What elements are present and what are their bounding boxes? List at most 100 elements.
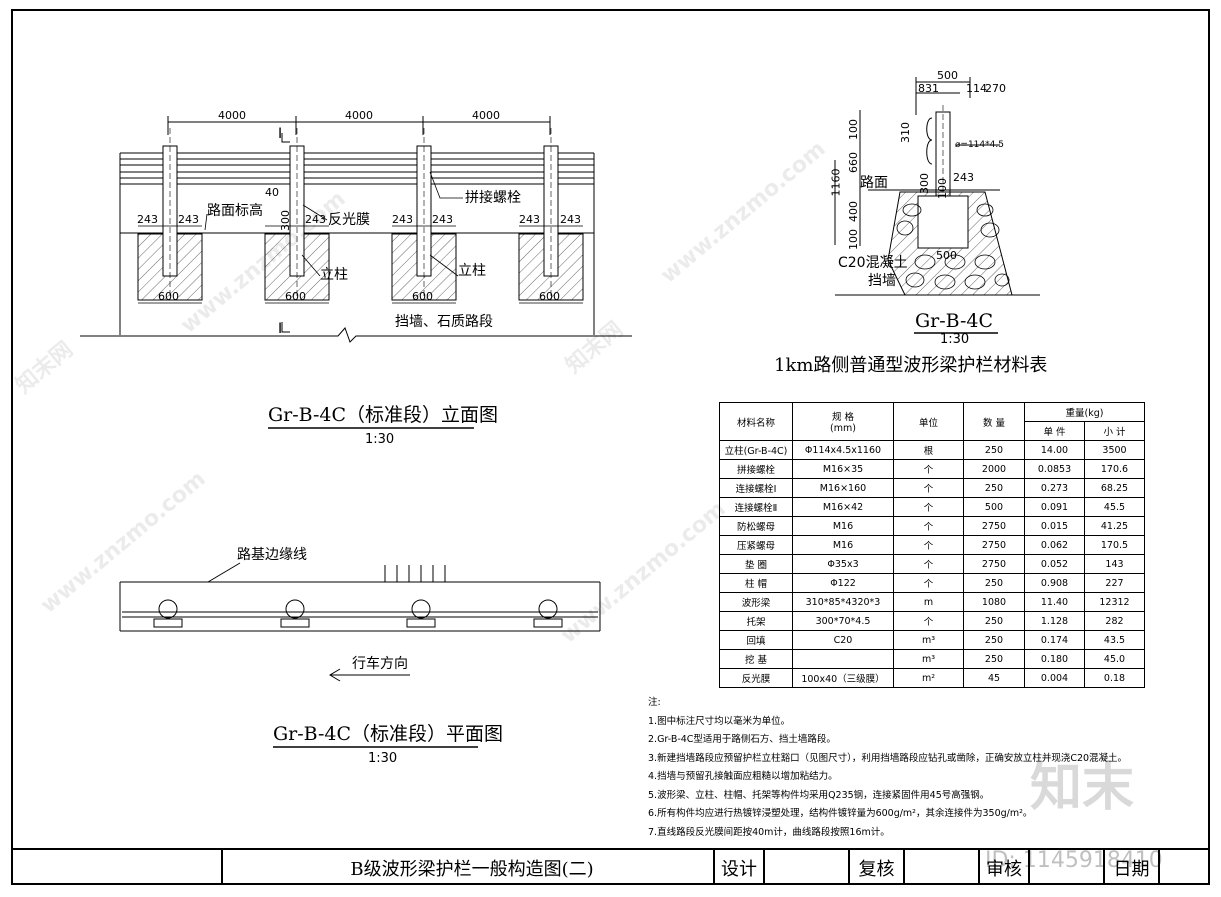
section-dim-660: 660: [847, 152, 860, 173]
note-2: 2.Gr-B-4C型适用于路侧石方、挡土墙路段。: [648, 734, 836, 745]
table-cell: Φ122: [792, 573, 894, 593]
dim-243-2: 243: [178, 213, 199, 226]
table-cell: 根: [893, 440, 964, 460]
elevation-scale: 1:30: [365, 432, 395, 447]
table-cell: 0.015: [1024, 516, 1085, 536]
dim-600-2: 600: [285, 290, 306, 303]
section-scale: 1:30: [940, 332, 970, 347]
dim-243-3: 243: [305, 213, 326, 226]
note-7: 7.直线路段反光膜间距按40m计，曲线路段按照16m计。: [648, 826, 890, 838]
section-cut-marks: [281, 133, 290, 333]
section-concrete: C20混凝土: [838, 255, 908, 271]
table-cell: 0.091: [1024, 497, 1085, 517]
dim-243-7: 243: [560, 213, 581, 226]
table-cell: M16×160: [792, 478, 894, 498]
table-cell: 45.0: [1084, 649, 1145, 669]
drawing-frame: [11, 9, 1210, 885]
section-dim-400: 400: [847, 201, 860, 222]
table-title: 1km路侧普通型波形梁护栏材料表: [774, 355, 1048, 376]
section-dim-270: 270: [985, 82, 1006, 95]
table-cell: m²: [893, 668, 964, 688]
plan-title: Gr-B-4C（标准段）平面图: [273, 723, 504, 745]
elevation-title: Gr-B-4C（标准段）立面图: [268, 404, 499, 426]
table-cell: Φ114x4.5x1160: [792, 440, 894, 460]
dim-4000-1: 4000: [218, 109, 246, 122]
table-cell: 300*70*4.5: [792, 611, 894, 631]
table-cell: 0.062: [1024, 535, 1085, 555]
dim-4000-2: 4000: [345, 109, 373, 122]
table-cell: 0.273: [1024, 478, 1085, 498]
design-signature: [763, 850, 848, 885]
table-cell: 个: [893, 459, 964, 479]
table-cell: 垫 圈: [719, 554, 793, 574]
review-signature: [903, 850, 978, 885]
table-cell: 0.174: [1024, 630, 1085, 650]
table-cell: 250: [963, 478, 1025, 498]
section-dim-100-a: 100: [847, 119, 860, 140]
w-beam-rail: [119, 152, 595, 335]
table-cell: 310*85*4320*3: [792, 592, 894, 612]
header-name: 材料名称: [719, 402, 793, 441]
table-cell: M16×42: [792, 497, 894, 517]
table-cell: 1.128: [1024, 611, 1085, 631]
table-cell: 250: [963, 611, 1025, 631]
note-4: 4.挡墙与预留孔接触面应粗糙以增加粘结力。: [648, 771, 838, 782]
date-value: [1158, 850, 1208, 885]
table-cell: 227: [1084, 573, 1145, 593]
table-cell: C20: [792, 630, 894, 650]
table-cell: 连接螺栓Ⅱ: [719, 497, 793, 517]
note-6: 6.所有构件均应进行热镀锌浸塑处理，结构件镀锌量为600g/m²，其余连接件为3…: [648, 808, 1033, 819]
notes: 注: 1.图中标注尺寸均以毫米为单位。 2.Gr-B-4C型适用于路侧石方、挡土…: [648, 694, 1127, 842]
table-cell: 柱 帽: [719, 573, 793, 593]
notes-heading: 注:: [648, 697, 661, 708]
table-cell: 1080: [963, 592, 1025, 612]
table-cell: 12312: [1084, 592, 1145, 612]
section-title: Gr-B-4C: [915, 310, 994, 332]
elevation-top-dimensions: [167, 116, 551, 135]
table-cell: 压紧螺母: [719, 535, 793, 555]
dim-4000-3: 4000: [472, 109, 500, 122]
section-road-surface: 路面: [860, 175, 888, 191]
label-post-2: 立柱: [458, 263, 486, 279]
section-mark-top: I: [278, 126, 283, 142]
table-cell: M16×35: [792, 459, 894, 479]
header-weight: 重量(kg): [1024, 402, 1145, 422]
table-cell: 个: [893, 611, 964, 631]
header-spec: 规 格(mm): [792, 402, 894, 441]
table-cell: 41.25: [1084, 516, 1145, 536]
table-cell: 反光膜: [719, 668, 793, 688]
break-line: [80, 327, 632, 343]
dim-243-4: 243: [392, 213, 413, 226]
section-dim-100-c: 100: [847, 229, 860, 250]
section-dim-310: 310: [899, 122, 912, 143]
header-spec-unit: (mm): [830, 423, 856, 434]
header-qty: 数 量: [963, 402, 1025, 441]
table-cell: 挖 基: [719, 649, 793, 669]
table-cell: 个: [893, 497, 964, 517]
audit-label: 审核: [978, 850, 1028, 885]
section-pipe-spec: ⌀=114*4.5: [955, 140, 1004, 150]
table-cell: M16: [792, 535, 894, 555]
dim-600-1: 600: [158, 290, 179, 303]
review-label: 复核: [848, 850, 903, 885]
title-block: B级波形梁护栏一般构造图(二) 设计 复核 审核 日期: [13, 848, 1208, 885]
table-cell: 250: [963, 573, 1025, 593]
cross-section: [834, 77, 1040, 296]
title-underlines: [268, 332, 998, 748]
label-post-1: 立柱: [320, 267, 348, 283]
date-label: 日期: [1103, 850, 1158, 885]
table-cell: 45.5: [1084, 497, 1145, 517]
material-table: 材料名称 规 格(mm) 单位 数 量 重量(kg) 单 件 小 计 立柱(Gr…: [719, 402, 1145, 688]
table-cell: 100x40（三级膜）: [792, 668, 894, 688]
